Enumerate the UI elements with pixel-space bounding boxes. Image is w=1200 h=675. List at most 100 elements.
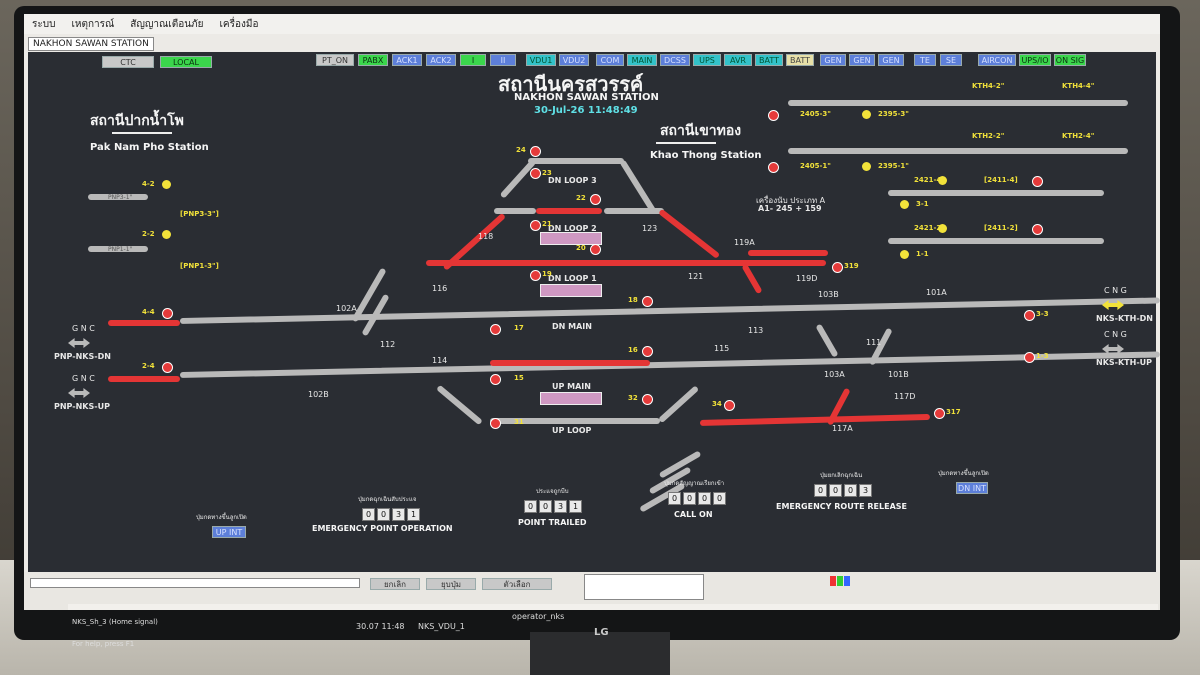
signal-17-icon[interactable] <box>490 324 501 335</box>
signal-32-icon[interactable] <box>642 394 653 405</box>
up-int-button[interactable]: UP INT <box>212 526 246 538</box>
signal-32-label: 32 <box>628 394 638 402</box>
signal-23-icon[interactable] <box>530 168 541 179</box>
collapse-button[interactable]: ยุบปุ่ม <box>426 578 476 590</box>
signal-20-icon[interactable] <box>590 244 601 255</box>
cancel-button[interactable]: ยกเลิก <box>370 578 420 590</box>
signal-2395-1-icon[interactable] <box>862 162 871 171</box>
signal-1-1-icon[interactable] <box>900 250 909 259</box>
track-dn-loop2-right[interactable] <box>604 208 664 214</box>
station-title-en: NAKHON SAWAN STATION <box>514 92 659 103</box>
track-118-diagonal[interactable] <box>499 158 537 199</box>
point-102b: 102B <box>308 390 329 399</box>
status-se[interactable]: SE <box>940 54 962 66</box>
signal-31-icon[interactable] <box>490 418 501 429</box>
status-vdu1[interactable]: VDU1 <box>526 54 556 66</box>
track-dn-main[interactable] <box>179 297 1160 324</box>
signal-18-icon[interactable] <box>642 296 653 307</box>
signal-34-icon[interactable] <box>724 400 735 411</box>
status-avr[interactable]: AVR <box>724 54 752 66</box>
signal-2-2-icon[interactable] <box>162 230 171 239</box>
track-up-main-red[interactable] <box>490 360 650 366</box>
signal-2405-3-icon[interactable] <box>768 110 779 121</box>
signal-2405-1-icon[interactable] <box>768 162 779 173</box>
signal-2-4-icon[interactable] <box>162 362 173 373</box>
menu-tools[interactable]: เครื่องมือ <box>219 18 259 30</box>
signal-317-icon[interactable] <box>934 408 945 419</box>
signal-3-3-icon[interactable] <box>1024 310 1035 321</box>
status-gen-3[interactable]: GEN <box>878 54 904 66</box>
signal-1-3-icon[interactable] <box>1024 352 1035 363</box>
status-ack2[interactable]: ACK2 <box>426 54 456 66</box>
status-aircon[interactable]: AIRCON <box>978 54 1016 66</box>
track-119d-red[interactable] <box>741 263 763 295</box>
status-on-sig[interactable]: ON SIG <box>1054 54 1086 66</box>
event-log-list[interactable] <box>584 574 704 600</box>
track-117a-red[interactable] <box>699 413 930 426</box>
track-up-loop-right[interactable] <box>657 385 700 424</box>
track-119a-red[interactable] <box>748 250 828 256</box>
ctc-button[interactable]: CTC <box>102 56 154 68</box>
signal-2421-4-icon[interactable] <box>938 176 947 185</box>
status-pabx[interactable]: PABX <box>358 54 388 66</box>
signal-22-icon[interactable] <box>590 194 601 205</box>
signal-34-label: 34 <box>712 400 722 408</box>
track-dn-loop1-red[interactable] <box>426 260 826 266</box>
options-button[interactable]: ตัวเลือก <box>482 578 552 590</box>
signal-2411-2-icon[interactable] <box>1032 224 1043 235</box>
status-gen-1[interactable]: GEN <box>820 54 846 66</box>
status-batt[interactable]: BATT <box>755 54 783 66</box>
track-dn-loop3[interactable] <box>528 158 624 164</box>
signal-2395-3-icon[interactable] <box>862 110 871 119</box>
signal-19-icon[interactable] <box>530 270 541 281</box>
track-up-loop-left[interactable] <box>436 384 483 426</box>
track-121-red[interactable] <box>658 208 721 259</box>
status-te[interactable]: TE <box>914 54 936 66</box>
status-pt-on[interactable]: PT_ON <box>316 54 354 66</box>
status-ack1[interactable]: ACK1 <box>392 54 422 66</box>
signal-16-icon[interactable] <box>642 346 653 357</box>
right-station-en: Khao Thong Station <box>650 150 762 161</box>
signal-319-label: 319 <box>844 262 859 270</box>
track-pnp3-1 <box>88 194 148 200</box>
status-operator: operator_nks <box>512 612 565 621</box>
signal-3-3-label: 3-3 <box>1036 310 1049 318</box>
status-ups[interactable]: UPS <box>693 54 721 66</box>
local-button[interactable]: LOCAL <box>160 56 212 68</box>
track-123-diagonal[interactable] <box>619 159 657 214</box>
menu-alarms[interactable]: สัญญาณเตือนภัย <box>130 18 204 30</box>
status-ii[interactable]: II <box>490 54 516 66</box>
track-dn-loop2-red[interactable] <box>536 208 602 214</box>
status-gen-2[interactable]: GEN <box>849 54 875 66</box>
track-103b-diagonal[interactable] <box>815 323 839 358</box>
status-vdu2[interactable]: VDU2 <box>559 54 589 66</box>
menu-events[interactable]: เหตุการณ์ <box>71 18 115 30</box>
pnp1-1-label: PNP1-1" <box>108 246 133 253</box>
signal-4-2-icon[interactable] <box>162 180 171 189</box>
status-ups-io[interactable]: UPS/IO <box>1019 54 1051 66</box>
signal-15-icon[interactable] <box>490 374 501 385</box>
signal-2411-4-icon[interactable] <box>1032 176 1043 187</box>
status-main[interactable]: MAIN <box>627 54 657 66</box>
pnp-nks-up-label: PNP-NKS-UP <box>54 402 110 411</box>
signal-2421-2-icon[interactable] <box>938 224 947 233</box>
track-up-main[interactable] <box>179 351 1160 378</box>
signal-24-icon[interactable] <box>530 146 541 157</box>
track-dn-loop2-left[interactable] <box>494 208 536 214</box>
status-batt-2[interactable]: BATT <box>786 54 814 66</box>
signal-4-4-icon[interactable] <box>162 308 173 319</box>
signal-3-1-icon[interactable] <box>900 200 909 209</box>
dn-loop3-label: DN LOOP 3 <box>548 176 597 185</box>
menu-system[interactable]: ระบบ <box>32 18 56 30</box>
status-dcss[interactable]: DCSS <box>660 54 690 66</box>
signal-319-icon[interactable] <box>832 262 843 273</box>
signal-21-icon[interactable] <box>530 220 541 231</box>
dn-int-button[interactable]: DN INT <box>956 482 988 494</box>
track-pnp-up-red[interactable] <box>108 376 180 382</box>
up-loop-label: UP LOOP <box>552 426 592 435</box>
status-i[interactable]: I <box>460 54 486 66</box>
command-dropdown[interactable] <box>30 578 360 588</box>
status-com[interactable]: COM <box>596 54 624 66</box>
track-up-loop[interactable] <box>490 418 660 424</box>
track-pnp-dn-red[interactable] <box>108 320 180 326</box>
